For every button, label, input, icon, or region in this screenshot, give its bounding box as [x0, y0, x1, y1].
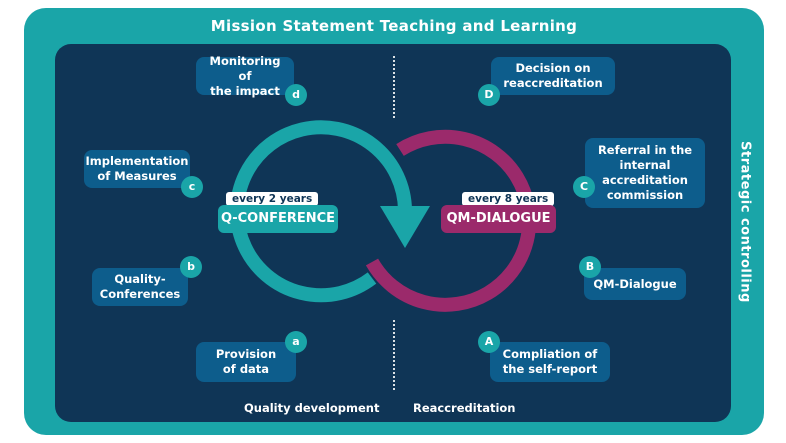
step-D-box: Decision on reaccreditation: [491, 57, 615, 95]
right-frequency: every 8 years: [462, 192, 555, 206]
divider-top: [393, 56, 395, 118]
step-a-line-1: Provision: [215, 347, 277, 361]
step-b-box: Quality- Conferences: [92, 268, 188, 306]
step-A-line-1: Compliation of: [502, 347, 598, 361]
step-D-line-1: Decision on: [515, 61, 591, 75]
step-d-line-2: the impact: [210, 83, 280, 98]
step-A-box: Compliation of the self-report: [490, 342, 610, 382]
divider-bottom: [393, 320, 395, 390]
mission-statement-title: Mission Statement Teaching and Learning: [210, 17, 578, 35]
step-c-box: Implementation of Measures: [84, 150, 190, 188]
step-B-badge: B: [579, 256, 601, 278]
step-c-line-2: of Measures: [97, 169, 177, 183]
step-c-line-1: Implementation: [85, 154, 189, 168]
step-C-badge: C: [573, 176, 595, 198]
step-C-line-1: Referral in the: [597, 143, 693, 157]
step-C-line-2: internal: [619, 158, 671, 172]
step-C-box: Referral in the internal accreditation c…: [585, 138, 705, 208]
step-d-box: Monitoring of the impact: [196, 53, 294, 98]
quality-development-label: Quality development: [244, 401, 380, 415]
step-D-badge: D: [478, 84, 500, 106]
step-b-badge: b: [180, 256, 202, 278]
step-a-badge: a: [285, 331, 307, 353]
step-A-line-2: the self-report: [502, 362, 598, 376]
step-C-line-3: accreditation: [602, 173, 688, 187]
step-b-line-1: Quality-: [114, 272, 166, 286]
qm-dialogue-label: QM-DIALOGUE: [441, 205, 556, 233]
step-a-line-2: of data: [222, 362, 270, 376]
step-B-line-1: QM-Dialogue: [593, 276, 677, 291]
step-b-line-2: Conferences: [99, 287, 181, 301]
step-a-box: Provision of data: [196, 342, 296, 382]
q-conference-arrow: [380, 206, 430, 248]
step-A-badge: A: [478, 331, 500, 353]
left-frequency: every 2 years: [226, 192, 319, 206]
q-conference-label: Q-CONFERENCE: [218, 205, 338, 233]
reaccreditation-label: Reaccreditation: [413, 401, 516, 415]
step-B-box: QM-Dialogue: [584, 268, 686, 300]
qm-dialogue-ring: [365, 129, 537, 312]
step-C-line-4: commission: [606, 188, 684, 202]
step-d-badge: d: [285, 84, 307, 106]
step-D-line-2: reaccreditation: [503, 76, 603, 90]
step-c-badge: c: [181, 176, 203, 198]
q-conference-ring: [230, 120, 412, 303]
step-d-line-1: Monitoring of: [209, 53, 281, 83]
